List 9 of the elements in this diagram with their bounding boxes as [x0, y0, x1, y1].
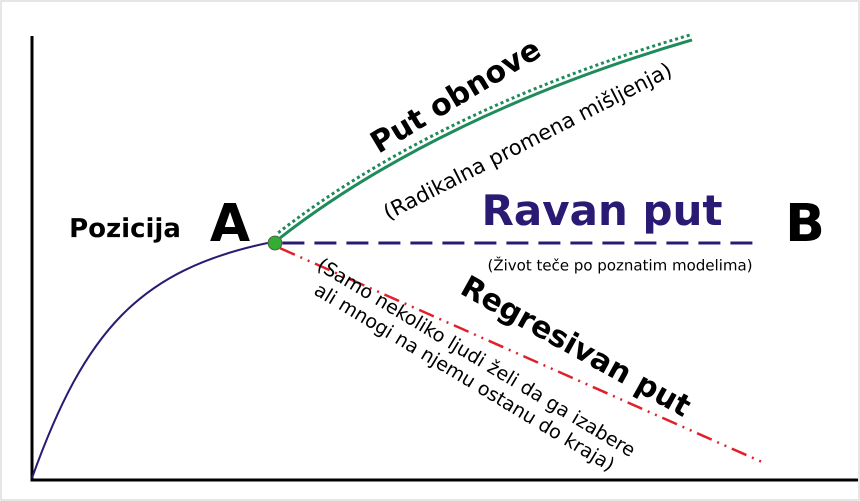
- junction-dot: [268, 236, 282, 250]
- point-letter: B: [790, 203, 822, 241]
- path-title: Ravan put: [485, 194, 722, 234]
- path-subtitle: (Život teče po poznatim modelima): [488, 256, 752, 274]
- point-letter: A: [210, 203, 250, 241]
- position-label: Pozicija: [72, 217, 179, 243]
- renewal-path-line: [277, 34, 692, 239]
- curve-line: [31, 242, 268, 478]
- regression-path-line: [280, 247, 763, 464]
